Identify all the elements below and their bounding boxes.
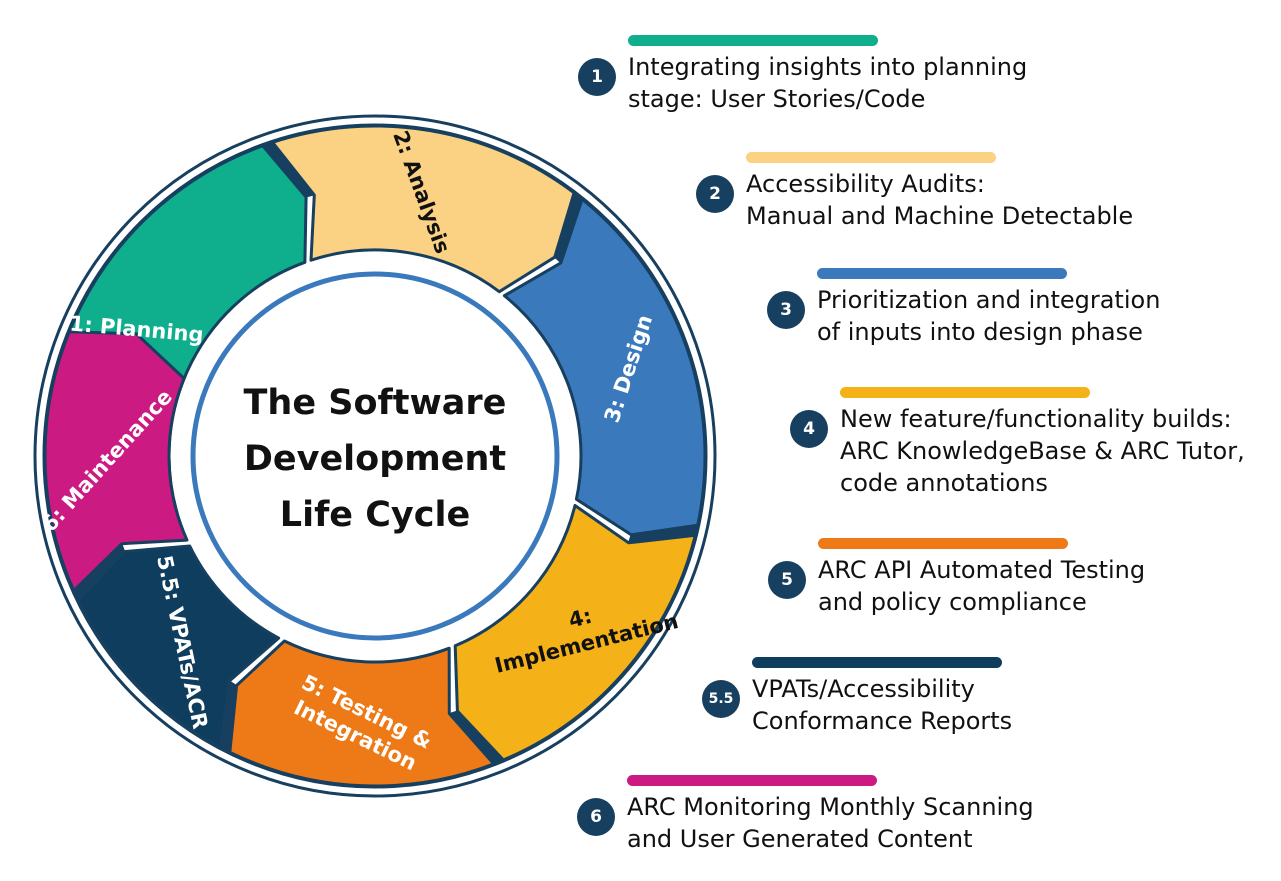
step-color-bar (818, 538, 1068, 549)
step-color-bar (817, 268, 1067, 279)
step-color-bar (752, 657, 1002, 668)
segment-testing (228, 639, 496, 788)
step-description: ARC Monitoring Monthly Scanning and User… (627, 793, 1034, 853)
step-description: VPATs/Accessibility Conformance Reports (752, 675, 1013, 735)
segment-analysis (271, 124, 576, 294)
outer-ring (33, 114, 717, 798)
segment-maintenance (43, 330, 189, 593)
segment-design (502, 197, 707, 537)
step-description: Accessibility Audits: Manual and Machine… (746, 170, 1134, 230)
step-color-bar (746, 152, 996, 163)
step-color-bar (628, 35, 878, 46)
cycle-title-line-2: Development (244, 439, 506, 479)
step-number-badge: 1 (578, 58, 616, 96)
step-number-badge: 5.5 (702, 680, 740, 718)
segment-implementation (453, 504, 697, 762)
segment-label-line: 4: (566, 604, 594, 633)
step-color-bar (840, 387, 1090, 398)
step-number-badge: 4 (790, 410, 828, 448)
step-color-bar (627, 775, 877, 786)
cycle-title-line-1: The Software (244, 383, 507, 423)
step-number-badge: 5 (768, 561, 806, 599)
inner-ring (190, 271, 560, 641)
step-description: New feature/functionality builds: ARC Kn… (840, 405, 1245, 497)
step-description: Prioritization and integration of inputs… (817, 286, 1161, 346)
step-number-badge: 2 (696, 175, 734, 213)
cycle-title-line-3: Life Cycle (280, 495, 470, 535)
segment-vpats (76, 544, 281, 750)
step-description: ARC API Automated Testing and policy com… (818, 556, 1146, 616)
step-description: Integrating insights into planning stage… (628, 53, 1028, 113)
step-number-badge: 6 (577, 798, 615, 836)
step-number-badge: 3 (767, 291, 805, 329)
